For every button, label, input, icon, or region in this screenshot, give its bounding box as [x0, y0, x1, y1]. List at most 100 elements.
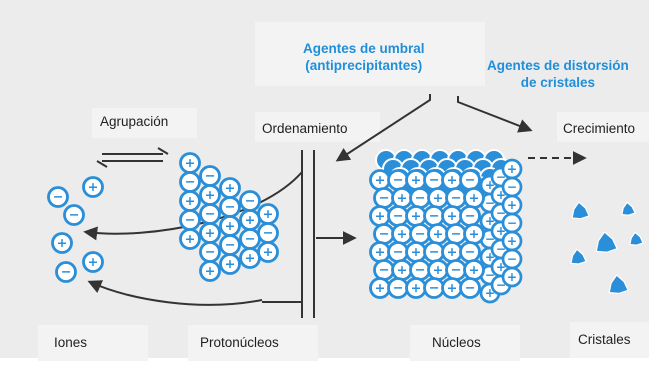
- nucleus-front-ion-sign: −: [465, 281, 476, 296]
- ion: [47, 186, 69, 208]
- protonucleus-ion-sign: +: [263, 207, 274, 222]
- nucleus-front-ion-sign: −: [393, 209, 404, 224]
- nucleus-front-ion-sign: −: [429, 281, 440, 296]
- crystals-cluster: [570, 201, 644, 295]
- nucleus-side-ion-sign: +: [496, 188, 506, 202]
- ion: [55, 261, 77, 283]
- distortion-agents-label: Agentes de distorsión de cristales: [487, 57, 629, 91]
- nucleus-front-ion-sign: +: [397, 191, 408, 206]
- crystal: [570, 248, 587, 265]
- protonucleus-ion-sign: −: [263, 226, 274, 241]
- nuclei-cluster: +−+−+−+−+−+−+−+−+−+−++−+−+−−+−+−++−+−+−−…: [369, 149, 523, 304]
- nucleus-front-ion-sign: −: [451, 191, 462, 206]
- nucleus-front-ion-sign: +: [411, 281, 422, 296]
- nucleus-side-ion-sign: +: [507, 162, 517, 176]
- nucleus-side-ion-sign: +: [485, 286, 495, 300]
- nucleus-side-ion-sign: −: [485, 196, 495, 210]
- protonucleus-ion-sign: +: [263, 245, 274, 260]
- nucleus-front-ion-sign: −: [393, 173, 404, 188]
- nucleus-front-ion-sign: −: [451, 227, 462, 242]
- protonucleus-ion-sign: +: [225, 181, 236, 196]
- nucleus-side-ion-sign: −: [496, 170, 506, 184]
- protonucleus-ion-sign: −: [205, 169, 216, 184]
- protonucleus-ion: [199, 260, 221, 282]
- nucleus-side-ion-sign: +: [485, 250, 495, 264]
- nucleus-front-ion-sign: −: [379, 191, 390, 206]
- protonucleus-ion: [219, 253, 241, 275]
- nucleus-front-ion: [459, 277, 481, 299]
- nucleus-front-ion-sign: +: [469, 191, 480, 206]
- crystals-label: Cristales: [578, 332, 631, 347]
- ion: [82, 176, 104, 198]
- nucleus-side-ion-sign: +: [507, 198, 517, 212]
- ion: [63, 204, 85, 226]
- protonucleus-ion-sign: −: [225, 200, 236, 215]
- crystal: [629, 231, 644, 246]
- nucleus-front-ion-sign: +: [447, 281, 458, 296]
- aggregation-label: Agrupación: [100, 114, 169, 129]
- nucleus-front-ion-sign: +: [433, 227, 444, 242]
- nucleus-front-ion-sign: −: [379, 263, 390, 278]
- nucleus-front-ion-sign: +: [375, 245, 386, 260]
- barrier: [262, 150, 315, 318]
- nucleus-side-ion-sign: +: [507, 270, 517, 284]
- nucleus-front-ion-sign: −: [451, 263, 462, 278]
- protonucleus-ion-sign: +: [205, 226, 216, 241]
- nucleus-front-ion-sign: +: [447, 173, 458, 188]
- nucleus-front-ion-sign: +: [375, 281, 386, 296]
- protonucleus-ion-sign: +: [185, 156, 196, 171]
- distortion-arrow: [457, 96, 533, 133]
- nucleus-side-ion-sign: −: [507, 180, 517, 194]
- nucleus-side-ion-sign: −: [507, 216, 517, 230]
- nuclei-label: Núcleos: [432, 335, 481, 350]
- protonucleus-ion-sign: +: [225, 257, 236, 272]
- ions-label-tile: [38, 325, 148, 361]
- equilibrium-arrows: [96, 147, 169, 168]
- nucleus-front-ion-sign: −: [465, 173, 476, 188]
- crystal: [608, 274, 629, 295]
- nucleus-front-ion-sign: +: [469, 263, 480, 278]
- nucleus-front-ion-sign: +: [397, 263, 408, 278]
- nucleus-side-ion-sign: +: [496, 260, 506, 274]
- protonucleus-ion: [257, 241, 279, 263]
- nucleus-side-ion-sign: +: [496, 224, 506, 238]
- protonucleus-ion-sign: +: [185, 194, 196, 209]
- threshold-agents-line2: (antiprecipitantes): [305, 58, 423, 73]
- threshold-agents-line1: Agentes de umbral: [303, 41, 425, 56]
- nucleus-front-ion-sign: −: [393, 245, 404, 260]
- protonucleus-ion: [179, 228, 201, 250]
- nucleus-front-ion-sign: +: [375, 173, 386, 188]
- ion: [51, 232, 73, 254]
- nucleus-front-ion-sign: −: [415, 263, 426, 278]
- nucleus-front-ion-sign: −: [415, 191, 426, 206]
- nucleus-front-ion-sign: −: [429, 209, 440, 224]
- nucleus-side-ion-sign: +: [485, 178, 495, 192]
- nucleus-side-ion-sign: −: [485, 232, 495, 246]
- nucleus-front-ion-sign: −: [379, 227, 390, 242]
- nucleus-side-ion: [501, 266, 523, 288]
- protonucleus-ion-sign: −: [225, 238, 236, 253]
- nucleus-side-ion-sign: −: [496, 206, 506, 220]
- ion-sign: −: [69, 208, 80, 223]
- protonuclei-label-tile: [188, 325, 318, 361]
- crystal: [621, 201, 636, 216]
- ion-sign: +: [57, 236, 68, 251]
- protonucleus-ion-sign: −: [245, 232, 256, 247]
- ordering-label: Ordenamiento: [262, 121, 348, 136]
- nucleus-front-ion-sign: +: [433, 263, 444, 278]
- protonucleus-ion-sign: +: [205, 188, 216, 203]
- nucleus-side-ion-sign: −: [485, 268, 495, 282]
- nucleus-front-ion-sign: −: [429, 245, 440, 260]
- nucleus-side-ion-sign: −: [496, 278, 506, 292]
- nucleus-front-ion-sign: −: [415, 227, 426, 242]
- crystals-label-tile: [570, 322, 649, 358]
- protonucleus-ion-sign: −: [185, 175, 196, 190]
- threshold-inhibit-arrow: [335, 94, 431, 162]
- protonucleus-ion-sign: +: [225, 219, 236, 234]
- protonucleus-ion-sign: +: [205, 264, 216, 279]
- protonucleus-ion-sign: −: [245, 194, 256, 209]
- nucleus-front-ion-sign: −: [393, 281, 404, 296]
- nucleus-front-ion-sign: +: [375, 209, 386, 224]
